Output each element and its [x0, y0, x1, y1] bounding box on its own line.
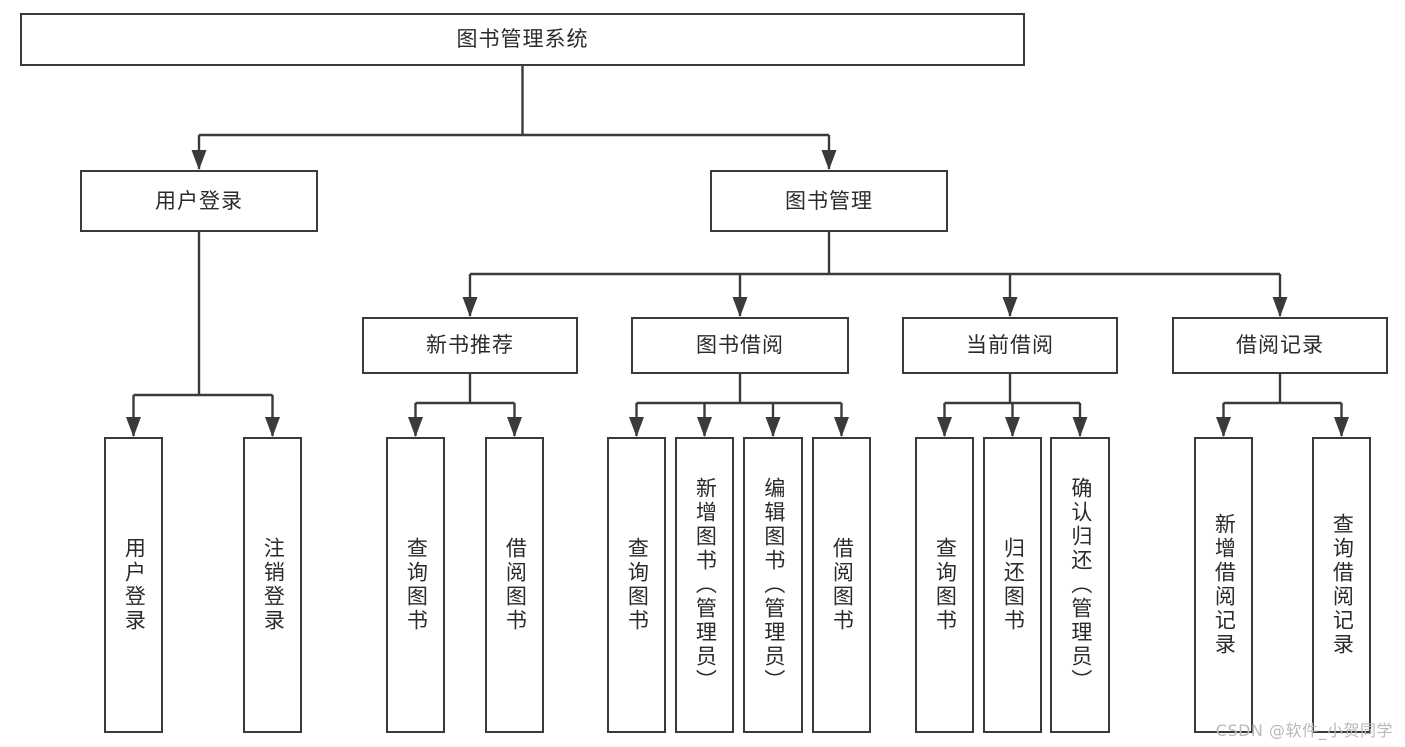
connector-arrowhead	[408, 417, 423, 437]
node-label: 查询图书	[625, 537, 650, 633]
node-leaf-confirm-return[interactable]: 确认归还（管理员）	[1050, 437, 1110, 733]
node-label: 当前借阅	[966, 333, 1054, 358]
node-label: 新增图书（管理员）	[693, 477, 718, 693]
node-label: 用户登录	[122, 537, 147, 633]
node-borrow-record[interactable]: 借阅记录	[1172, 317, 1388, 374]
node-leaf-add-book[interactable]: 新增图书（管理员）	[675, 437, 734, 733]
connector-arrowhead	[629, 417, 644, 437]
connector-arrowhead	[1005, 417, 1020, 437]
node-leaf-return-book[interactable]: 归还图书	[983, 437, 1042, 733]
connector-arrowhead	[732, 297, 748, 317]
node-leaf-borrow-book-1[interactable]: 借阅图书	[485, 437, 544, 733]
connector-arrowhead	[191, 150, 207, 170]
node-label: 查询图书	[933, 537, 958, 633]
node-leaf-add-record[interactable]: 新增借阅记录	[1194, 437, 1253, 733]
node-leaf-borrow-book-2[interactable]: 借阅图书	[812, 437, 871, 733]
node-leaf-query-book-3[interactable]: 查询图书	[915, 437, 974, 733]
connector-arrowhead	[1002, 297, 1018, 317]
node-book-manage[interactable]: 图书管理	[710, 170, 948, 232]
node-label: 注销登录	[261, 537, 286, 633]
watermark-label: CSDN @软件_小贺同学	[1215, 721, 1393, 740]
connector-arrowhead	[1334, 417, 1349, 437]
node-label: 新增借阅记录	[1212, 513, 1237, 657]
node-label: 借阅记录	[1236, 333, 1324, 358]
node-book-borrow[interactable]: 图书借阅	[631, 317, 849, 374]
node-leaf-edit-book[interactable]: 编辑图书（管理员）	[743, 437, 803, 733]
connector-arrowhead	[834, 417, 849, 437]
node-label: 查询图书	[404, 537, 429, 633]
connector-arrowhead	[937, 417, 952, 437]
node-leaf-query-book-1[interactable]: 查询图书	[386, 437, 445, 733]
node-leaf-logout[interactable]: 注销登录	[243, 437, 302, 733]
node-label: 用户登录	[155, 188, 243, 213]
connector-arrowhead	[697, 417, 712, 437]
node-leaf-query-book-2[interactable]: 查询图书	[607, 437, 666, 733]
node-leaf-query-record[interactable]: 查询借阅记录	[1312, 437, 1371, 733]
connector-arrowhead	[126, 417, 141, 437]
node-label: 新书推荐	[426, 333, 514, 358]
connector-arrowhead	[507, 417, 522, 437]
connector-arrowhead	[821, 150, 837, 170]
node-label: 借阅图书	[503, 537, 528, 633]
connector-arrowhead	[1072, 417, 1088, 437]
connector-arrowhead	[765, 417, 781, 437]
node-label: 确认归还（管理员）	[1068, 477, 1093, 693]
node-label: 查询借阅记录	[1330, 513, 1355, 657]
connector-arrowhead	[1216, 417, 1231, 437]
node-label: 图书借阅	[696, 333, 784, 358]
connector-arrowhead	[265, 417, 280, 437]
connector-arrowhead	[1272, 297, 1288, 317]
node-label: 编辑图书（管理员）	[761, 477, 786, 693]
node-leaf-user-login[interactable]: 用户登录	[104, 437, 163, 733]
node-root[interactable]: 图书管理系统	[20, 13, 1025, 66]
node-user-login[interactable]: 用户登录	[80, 170, 318, 232]
node-label: 归还图书	[1001, 537, 1026, 633]
connector-arrowhead	[462, 297, 478, 317]
node-label: 图书管理	[785, 188, 873, 213]
node-label: 图书管理系统	[456, 27, 589, 52]
node-label: 借阅图书	[830, 537, 855, 633]
node-current-borrow[interactable]: 当前借阅	[902, 317, 1118, 374]
node-new-book-recommend[interactable]: 新书推荐	[362, 317, 578, 374]
